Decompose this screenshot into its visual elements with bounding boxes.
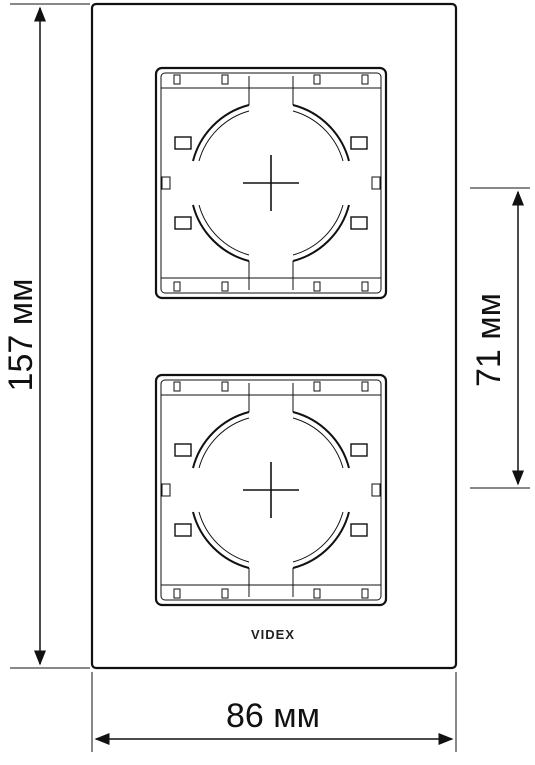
module-dimension-label: 71 мм bbox=[470, 293, 508, 387]
socket-module-top bbox=[154, 66, 388, 300]
brand-logo: VIDEX bbox=[251, 627, 295, 642]
height-dimension: 157 мм bbox=[2, 3, 90, 669]
width-dimension-label: 86 мм bbox=[226, 697, 320, 735]
module-dimension: 71 мм bbox=[470, 187, 530, 489]
socket-module-bottom bbox=[154, 373, 388, 607]
frame-outline bbox=[90, 2, 458, 670]
height-dimension-label: 157 мм bbox=[2, 279, 40, 392]
width-dimension: 86 мм bbox=[91, 672, 457, 752]
